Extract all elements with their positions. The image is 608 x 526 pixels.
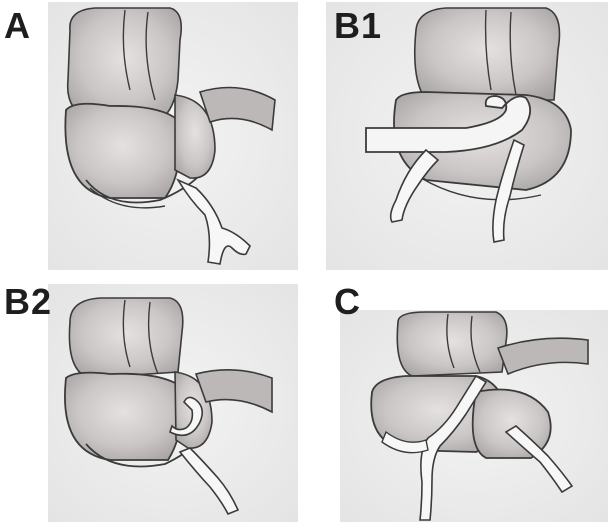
panel-label-b2: B2 bbox=[4, 284, 52, 320]
panel-label-a: A bbox=[4, 8, 31, 44]
panel-label-c: C bbox=[334, 284, 361, 320]
panel-b2: B2 bbox=[0, 282, 300, 526]
panel-a-illustration bbox=[0, 0, 300, 272]
panel-c-illustration bbox=[326, 282, 608, 526]
panel-label-b1: B1 bbox=[334, 8, 382, 44]
panel-b1: B1 bbox=[326, 0, 608, 272]
panel-c: C bbox=[326, 282, 608, 526]
panel-a: A bbox=[0, 0, 300, 272]
